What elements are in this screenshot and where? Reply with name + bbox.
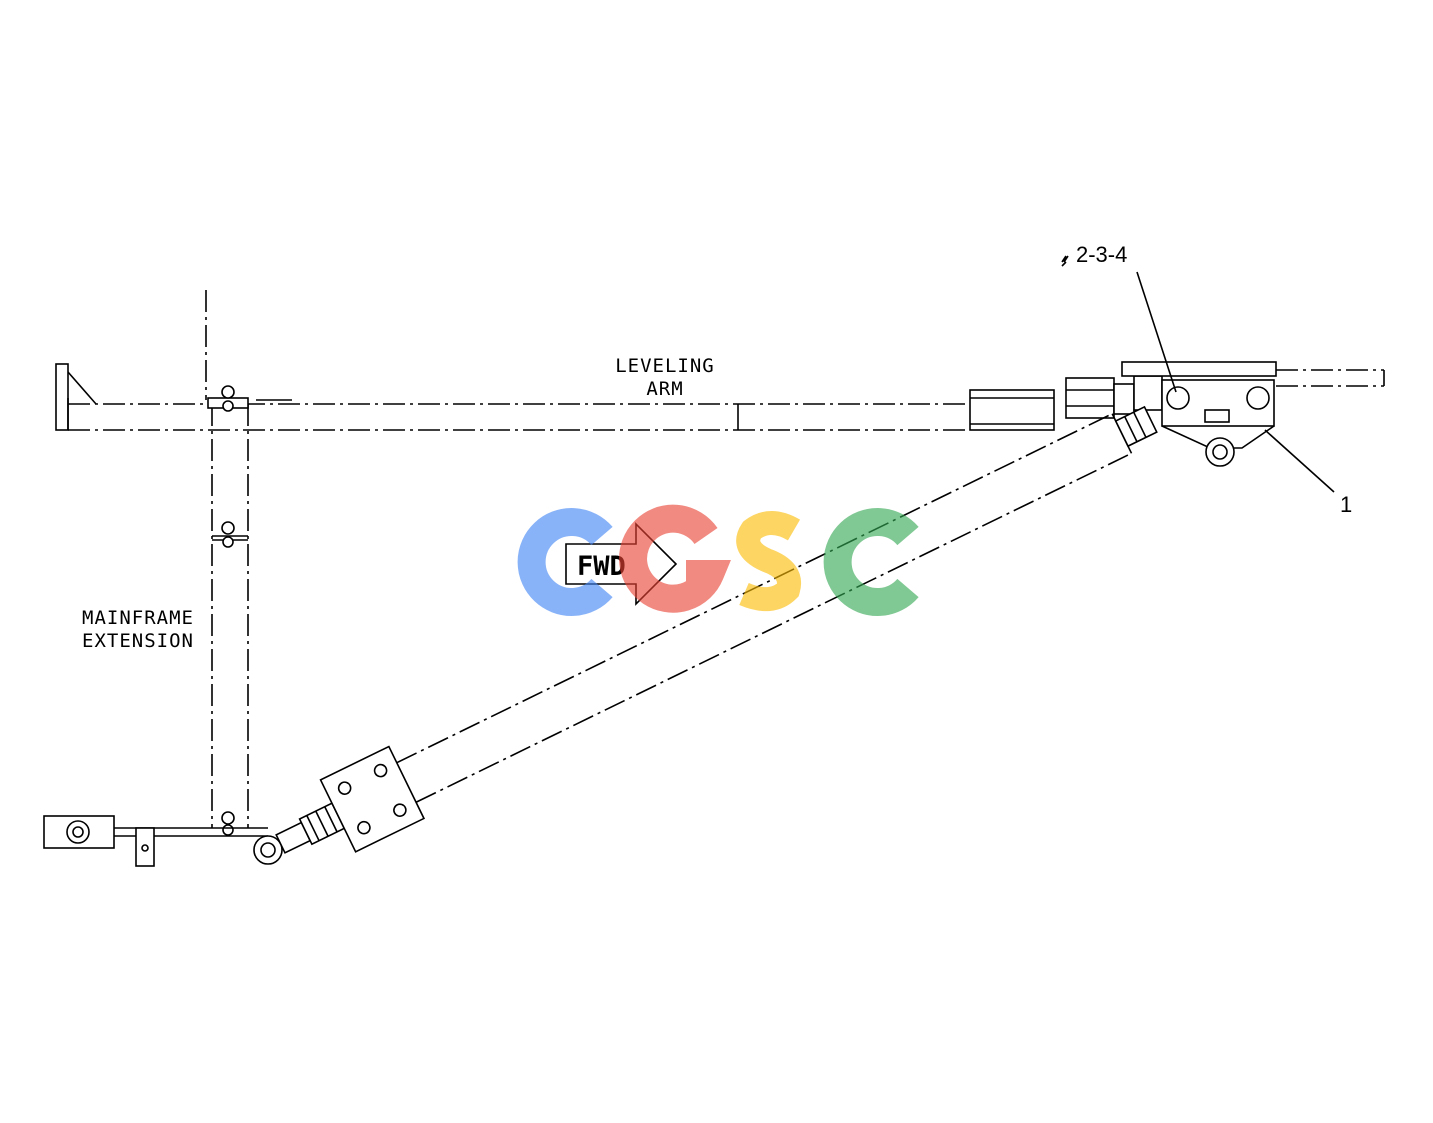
callout-1: 1 <box>1264 429 1352 517</box>
watermark-letter-c2 <box>823 508 919 616</box>
leveling-arm-label-line1: LEVELING <box>615 355 715 377</box>
watermark-letter-c1 <box>517 508 613 616</box>
mainframe-extension <box>110 290 292 837</box>
clevis-bracket <box>1161 379 1275 467</box>
watermark-letter-s <box>736 511 801 612</box>
callout-2-3-4-text: 2-3-4 <box>1076 242 1127 267</box>
lower-mount <box>43 815 283 867</box>
mainframe-label-line2: EXTENSION <box>82 630 194 652</box>
leveling-cylinder <box>275 405 1158 854</box>
leveling-arm <box>55 361 1385 431</box>
watermark-letter-g <box>619 504 732 613</box>
mainframe-label-line1: MAINFRAME <box>82 607 194 629</box>
callout-1-text: 1 <box>1340 492 1352 517</box>
callout-2-3-4: 2-3-4 <box>1061 242 1177 393</box>
leveling-arm-label-line2: ARM <box>646 378 683 400</box>
cgsc-watermark <box>517 504 919 616</box>
fwd-label: FWD <box>577 551 626 582</box>
